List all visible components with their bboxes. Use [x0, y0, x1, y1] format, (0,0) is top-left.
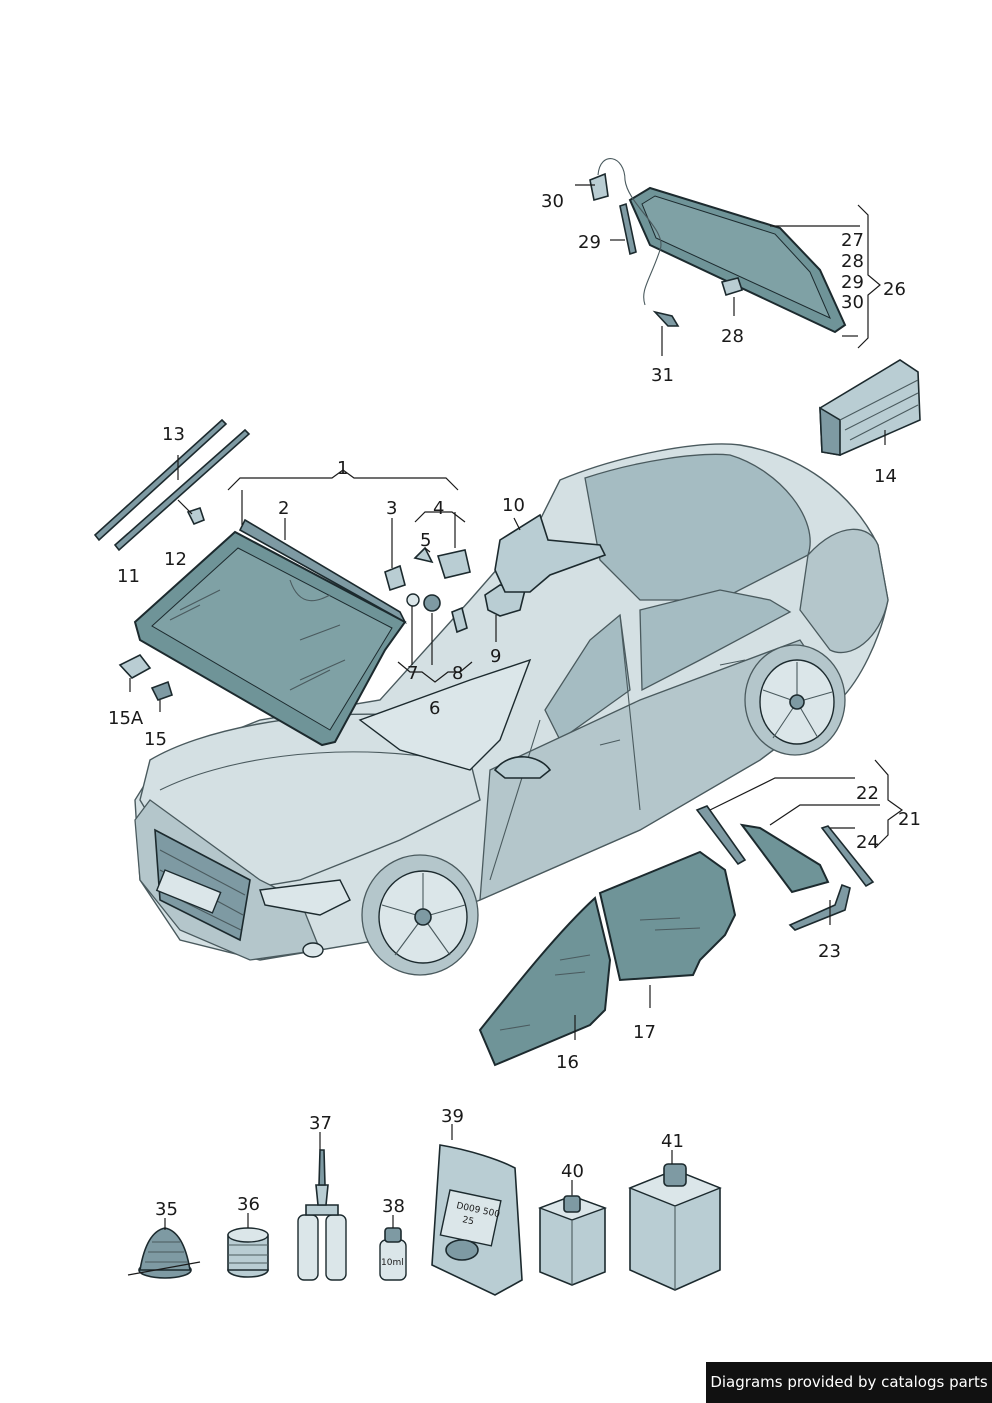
consumables: [127, 1144, 722, 1296]
callout-28: 28: [721, 326, 744, 347]
callout-10: 10: [502, 495, 525, 516]
callout-1: 1: [337, 458, 348, 479]
door-windows: [478, 850, 737, 1067]
callout-38: 38: [382, 1196, 405, 1217]
callout-41: 41: [661, 1131, 684, 1152]
callout-29: 29: [578, 232, 601, 253]
callout-9: 9: [490, 646, 501, 667]
bag-label-line2: 25: [461, 1215, 474, 1227]
callout-31: 31: [651, 365, 674, 386]
car-body-illustration: [134, 443, 889, 976]
callout-2: 2: [278, 498, 289, 519]
callout-28-rear: 28: [841, 251, 864, 272]
callout-5: 5: [420, 530, 431, 551]
quarter-window-assembly: [695, 805, 875, 931]
callout-14: 14: [874, 466, 897, 487]
brackets-15: [118, 653, 173, 701]
callout-30-rear: 30: [841, 292, 864, 313]
callout-12: 12: [164, 549, 187, 570]
callout-16: 16: [556, 1052, 579, 1073]
callout-labels: 1 2 3 4 5 6 7 8 9 10 11 12 13 14 15 15A …: [108, 191, 921, 1220]
callout-29-rear: 29: [841, 272, 864, 293]
callout-21: 21: [898, 809, 921, 830]
callout-7: 7: [407, 663, 418, 684]
callout-17: 17: [633, 1022, 656, 1043]
sensor-parts: [384, 546, 471, 634]
callout-26: 26: [883, 279, 906, 300]
callout-24: 24: [856, 832, 879, 853]
rear-window-assembly: [589, 158, 847, 334]
callout-22: 22: [856, 783, 879, 804]
callout-35: 35: [155, 1199, 178, 1220]
callout-39: 39: [441, 1106, 464, 1127]
callout-11: 11: [117, 566, 140, 587]
callout-8: 8: [452, 663, 463, 684]
roof-mouldings: [93, 418, 251, 552]
callout-3: 3: [386, 498, 397, 519]
control-unit: [819, 359, 921, 456]
callout-40: 40: [561, 1161, 584, 1182]
callout-27: 27: [841, 230, 864, 251]
callout-15a: 15A: [108, 708, 144, 729]
callout-37: 37: [309, 1113, 332, 1134]
leader-lines: [129, 184, 904, 1230]
callout-36: 36: [237, 1194, 260, 1215]
callout-13: 13: [162, 424, 185, 445]
callout-30: 30: [541, 191, 564, 212]
callout-15: 15: [144, 729, 167, 750]
bottle-label: 10ml: [381, 1258, 404, 1268]
footer-credit: Diagrams provided by catalogs parts: [706, 1362, 992, 1403]
callout-6: 6: [429, 698, 440, 719]
interior-mirror: [484, 513, 607, 617]
windshield-assembly: [133, 518, 407, 747]
callout-23: 23: [818, 941, 841, 962]
callout-4: 4: [433, 498, 444, 519]
